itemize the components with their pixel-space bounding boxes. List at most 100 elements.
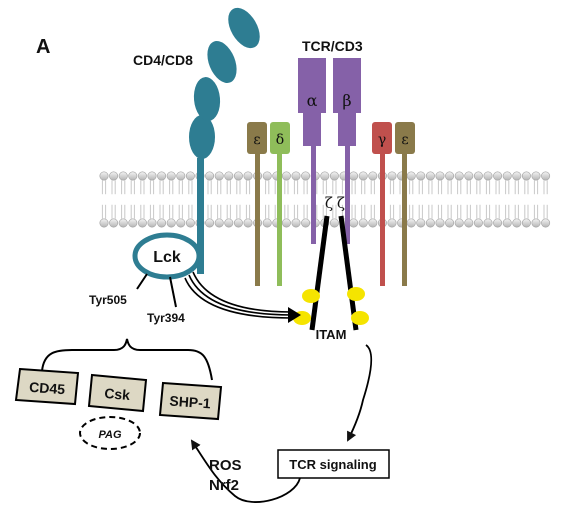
lipid-head	[147, 218, 157, 228]
lipid-head	[281, 171, 291, 181]
tcr-beta-chain	[333, 58, 361, 146]
cd3-epsilon-right-tail	[402, 154, 407, 286]
lipid-head	[454, 218, 464, 228]
lipid-head	[99, 218, 109, 228]
regulator-brace	[41, 338, 213, 381]
lipid-head	[118, 171, 128, 181]
coreceptor-domain-2	[193, 77, 221, 121]
lipid-head	[291, 218, 301, 228]
lipid-head	[483, 218, 493, 228]
tcr-signaling-label: TCR signaling	[289, 457, 376, 472]
csk-box	[87, 373, 148, 413]
tyr505-label: Tyr505	[89, 293, 127, 307]
lck-to-itam-arrow	[184, 271, 301, 323]
lipid-head	[406, 171, 416, 181]
lipid-head	[387, 171, 397, 181]
coreceptor-stalk	[197, 158, 204, 274]
lipid-head	[541, 171, 551, 181]
arrow-head	[288, 307, 301, 323]
lipid-head	[301, 171, 311, 181]
lipid-head	[368, 171, 378, 181]
tcr-alpha-beta: TCR/CD3 α β	[298, 38, 363, 244]
lipid-head	[214, 218, 224, 228]
csk-label: Csk	[104, 385, 131, 403]
lipid-head	[445, 218, 455, 228]
lipid-head	[464, 218, 474, 228]
lipid-head	[301, 218, 311, 228]
cd45-box	[14, 367, 80, 406]
coreceptor-domain-4	[228, 7, 260, 49]
lipid-head	[224, 171, 234, 181]
lipid-head	[435, 218, 445, 228]
nrf2-label: Nrf2	[209, 477, 239, 494]
coreceptor-label: CD4/CD8	[133, 52, 193, 68]
lipid-head	[329, 171, 339, 181]
tyr394-connector	[169, 276, 177, 308]
pag-label: PAG	[98, 429, 121, 441]
lipid-head	[109, 218, 119, 228]
lipid-head	[176, 171, 186, 181]
lipid-head	[425, 171, 435, 181]
regulator-csk: Csk	[87, 373, 148, 413]
lipid-head	[368, 218, 378, 228]
cd3-gamma	[372, 122, 392, 154]
lipid-head	[358, 218, 368, 228]
lipid-head	[157, 171, 167, 181]
lck-label: Lck	[153, 249, 181, 266]
lipid-head	[493, 218, 503, 228]
pag-ellipse	[79, 416, 141, 450]
lipid-head	[205, 218, 215, 228]
tcr-alpha-tail	[311, 146, 316, 244]
lipid-head	[185, 218, 195, 228]
shp1-label: SHP-1	[169, 393, 211, 412]
zeta-chain-1	[309, 215, 330, 331]
tcr-signaling-box: TCR signaling	[277, 449, 390, 479]
coreceptor-domain-3	[207, 41, 237, 83]
lipid-head	[416, 171, 426, 181]
tyr394-label: Tyr394	[147, 311, 185, 325]
cd3-delta-tail	[277, 154, 282, 286]
feedback-arrow	[190, 439, 301, 503]
cd45-label: CD45	[29, 379, 66, 397]
itam-motif	[302, 289, 320, 303]
lipid-head	[291, 171, 301, 181]
lipid-head	[205, 171, 215, 181]
lipid-head	[454, 171, 464, 181]
lck-circle	[132, 232, 202, 280]
lipid-head	[233, 218, 243, 228]
epsilon-left-label: ε	[253, 132, 260, 148]
lipid-head	[445, 171, 455, 181]
tcr-alpha-chain	[298, 58, 326, 146]
lipid-head	[137, 218, 147, 228]
itam-to-signaling-arrow	[347, 344, 373, 442]
arrow-line	[188, 274, 293, 316]
zeta-chain-2	[338, 215, 359, 331]
lipid-head	[166, 218, 176, 228]
regulator-cd45: CD45	[14, 367, 80, 406]
lipid-head	[473, 171, 483, 181]
cd3-epsilon-right	[395, 122, 415, 154]
regulator-shp1: SHP-1	[158, 381, 223, 421]
lipid-head	[502, 171, 512, 181]
zeta-2-label: ζ	[337, 194, 345, 212]
lipid-head	[502, 218, 512, 228]
cd3-gamma-epsilon: γ ε	[372, 122, 415, 286]
zeta-1-label: ζ	[325, 194, 333, 212]
lipid-head	[224, 218, 234, 228]
lipid-head	[99, 171, 109, 181]
lipid-head	[243, 171, 253, 181]
lipid-head	[262, 218, 272, 228]
itam-motif	[347, 287, 365, 301]
lipid-head	[128, 218, 138, 228]
lipid-head	[118, 218, 128, 228]
cd3-gamma-tail	[380, 154, 385, 286]
gamma-label: γ	[378, 132, 386, 148]
lipid-head	[483, 171, 493, 181]
cd4-cd8-coreceptor: CD4/CD8	[133, 7, 260, 274]
lipid-head	[176, 218, 186, 228]
tyr505-connector	[136, 273, 148, 290]
lipid-head	[147, 171, 157, 181]
lipid-head	[416, 218, 426, 228]
lipid-head	[521, 218, 531, 228]
